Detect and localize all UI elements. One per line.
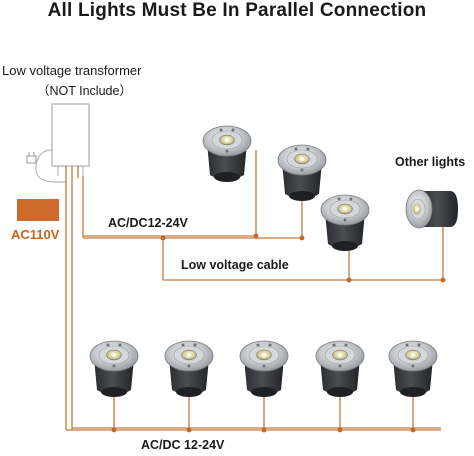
- diagram-title: All Lights Must Be In Parallel Connectio…: [47, 0, 427, 21]
- light-fixture-bottom-2: [164, 340, 214, 398]
- plug-icon: [26, 149, 66, 183]
- light-fixture-bottom-4: [315, 340, 365, 398]
- voltage-label-top: AC/DC12-24V: [108, 216, 188, 230]
- light-fixture-bottom-5: [388, 340, 438, 398]
- wiring: [65, 150, 444, 431]
- light-fixture-bottom-3: [239, 340, 289, 398]
- light-fixture-2: [277, 144, 327, 202]
- junction-dots: [111, 233, 446, 433]
- light-fixture-bottom-1: [89, 340, 139, 398]
- other-light-fixture: [405, 189, 458, 229]
- other-lights-label: Other lights: [395, 155, 466, 169]
- ac110v-block: [17, 199, 59, 221]
- light-fixture-1: [202, 125, 252, 183]
- transformer-note: （NOT Include）: [37, 84, 132, 98]
- transformer: [51, 103, 90, 176]
- light-fixture-3: [320, 194, 370, 252]
- voltage-label-bottom: AC/DC 12-24V: [141, 438, 225, 452]
- ac110v-label: AC110V: [11, 227, 60, 242]
- cable-label: Low voltage cable: [181, 258, 289, 272]
- transformer-label: Low voltage transformer: [2, 63, 142, 78]
